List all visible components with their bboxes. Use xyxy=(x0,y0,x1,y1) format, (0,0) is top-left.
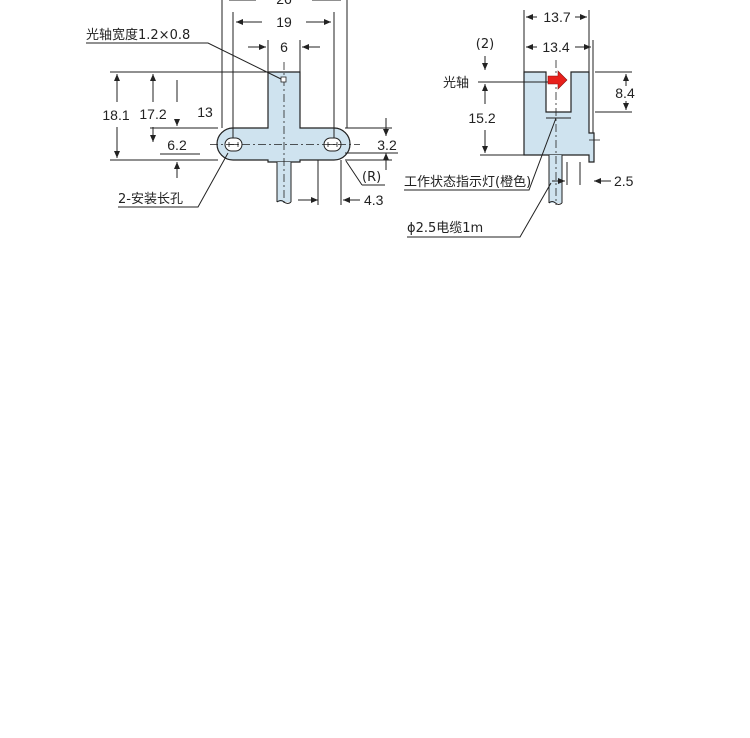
dim-13-7-label: 13.7 xyxy=(543,9,570,25)
mount-holes-label: 2-安装长孔 xyxy=(118,192,183,207)
dim-8-4-label: 8.4 xyxy=(615,85,635,101)
cable-label: ϕ2.5电缆1m xyxy=(407,220,483,236)
indicator-arrow xyxy=(547,70,568,90)
dim-4-3-label: 4.3 xyxy=(364,192,384,208)
front-view: 26 19 6 光轴宽度1.2×0.8 18.1 17.2 13 6.2 xyxy=(86,0,398,208)
side-body-outline xyxy=(523,71,595,163)
side-cable xyxy=(549,155,562,203)
optical-axis-marker xyxy=(280,76,287,83)
front-body-outline xyxy=(216,71,351,163)
dim-18-1-label: 18.1 xyxy=(102,107,129,123)
dim-19-label: 19 xyxy=(276,14,292,30)
dim-17-2-label: 17.2 xyxy=(139,106,166,122)
dim-6-2-label: 6.2 xyxy=(167,137,187,153)
dim-15-2-label: 15.2 xyxy=(468,110,495,126)
dim-13-label: 13 xyxy=(197,104,213,120)
dim-26-label: 26 xyxy=(276,0,292,7)
beam-width-label: 光轴宽度1.2×0.8 xyxy=(86,27,190,43)
dim-2-5-label: 2.5 xyxy=(614,173,634,189)
indicator-label: 工作状态指示灯(橙色) xyxy=(404,174,531,190)
dim-13-4-label: 13.4 xyxy=(542,39,569,55)
offset-2-label: (2) xyxy=(476,37,494,52)
dim-3-2-label: 3.2 xyxy=(377,137,397,153)
radius-label: (R) xyxy=(362,170,381,185)
optical-axis-label: 光轴 xyxy=(443,76,469,91)
dim-6-label: 6 xyxy=(280,39,288,55)
side-view: 13.7 13.4 (2) 光轴 15.2 8.4 2.5 工作状态指示灯(橙色… xyxy=(404,9,635,238)
